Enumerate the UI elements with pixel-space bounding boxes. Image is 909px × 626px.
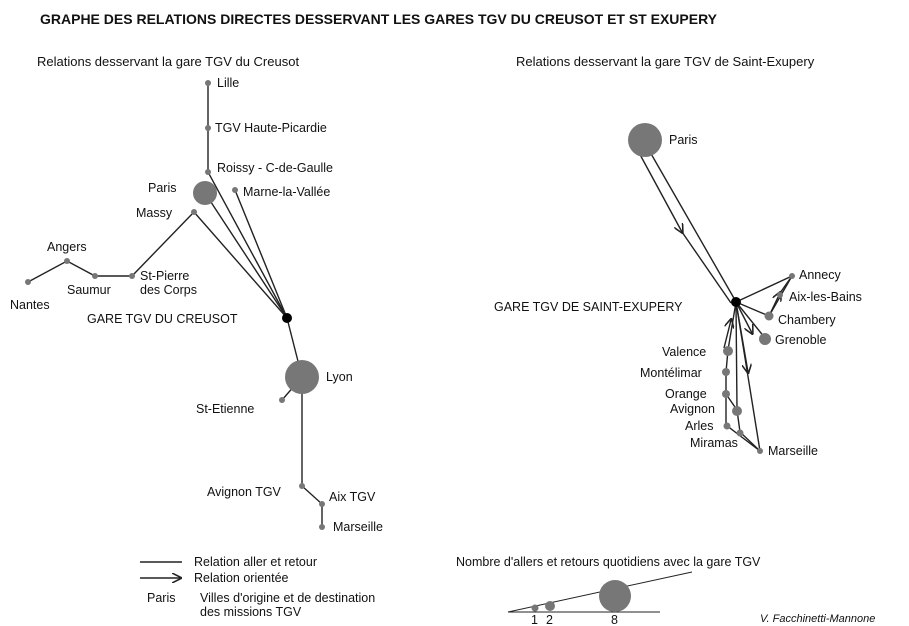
label-marseille: Marseille	[333, 520, 383, 534]
exupery-graph: Paris GARE TGV DE SAINT-EXUPERY Annecy A…	[494, 123, 862, 458]
node-aix-tgv	[319, 501, 325, 507]
label-arles: Arles	[685, 419, 713, 433]
size-circle-1	[531, 604, 539, 612]
label-angers: Angers	[47, 240, 87, 254]
arrow-paris-exupery	[636, 148, 682, 232]
label-aix-tgv: Aix TGV	[329, 490, 376, 504]
main-title: GRAPHE DES RELATIONS DIRECTES DESSERVANT…	[40, 11, 718, 27]
line-paris-exupery-a	[645, 144, 736, 301]
node-avignon-tgv	[299, 483, 305, 489]
legend: Relation aller et retour Relation orient…	[140, 555, 375, 619]
author-credit: V. Facchinetti-Mannone	[760, 613, 875, 625]
node-arles	[723, 422, 731, 430]
label-chambery: Chambery	[778, 313, 836, 327]
line-miramas-marseille	[739, 431, 761, 452]
node-avignon	[732, 406, 742, 416]
legend-cities-line1: Villes d'origine et de destination	[200, 591, 375, 605]
label-miramas: Miramas	[690, 436, 738, 450]
hub-creusot	[282, 313, 292, 323]
size-value-1: 1	[531, 613, 538, 626]
node-miramas	[736, 429, 744, 437]
node-paris-right	[628, 123, 662, 157]
node-angers	[64, 258, 70, 264]
label-st-pierre-2: des Corps	[140, 283, 197, 297]
node-montelimar	[722, 368, 730, 376]
label-hub-creusot: GARE TGV DU CREUSOT	[87, 312, 238, 326]
label-orange: Orange	[665, 387, 707, 401]
size-legend: Nombre d'allers et retours quotidiens av…	[456, 555, 761, 626]
label-annecy: Annecy	[799, 268, 841, 282]
label-nantes: Nantes	[10, 298, 50, 312]
label-paris-right: Paris	[669, 133, 697, 147]
right-subtitle: Relations desservant la gare TGV de Sain…	[516, 54, 815, 69]
node-st-etienne	[279, 397, 285, 403]
label-haute-picardie: TGV Haute-Picardie	[215, 121, 327, 135]
label-marne: Marne-la-Vallée	[243, 185, 330, 199]
node-chambery	[764, 311, 774, 321]
arrow-exupery-grenoble	[735, 301, 752, 333]
node-saumur	[92, 273, 98, 279]
node-orange	[722, 390, 730, 398]
size-value-8: 8	[611, 613, 618, 626]
node-marseille	[319, 524, 325, 530]
node-st-pierre	[129, 273, 135, 279]
label-paris: Paris	[148, 181, 176, 195]
node-valence	[723, 346, 733, 356]
line-massy-creusot	[193, 211, 288, 319]
left-subtitle: Relations desservant la gare TGV du Creu…	[37, 54, 299, 69]
size-value-2: 2	[546, 613, 553, 626]
creusot-graph: Lille TGV Haute-Picardie Roissy - C-de-G…	[10, 76, 383, 534]
size-circle-8	[599, 580, 631, 612]
line-lille-creusot	[207, 83, 288, 319]
line-lyon-marseille	[301, 377, 323, 527]
label-avignon-tgv: Avignon TGV	[207, 485, 282, 499]
label-grenoble: Grenoble	[775, 333, 826, 347]
line-exupery-annecy	[735, 275, 793, 303]
label-massy: Massy	[136, 206, 173, 220]
node-marseille-right	[757, 448, 763, 454]
node-annecy	[789, 273, 795, 279]
line-aixlb-annecy	[779, 275, 793, 294]
node-nantes	[25, 279, 31, 285]
size-circle-2	[545, 601, 555, 611]
label-montelimar: Montélimar	[640, 366, 702, 380]
label-saumur: Saumur	[67, 283, 111, 297]
legend-city-example: Paris	[147, 591, 175, 605]
arrow-valence-exupery	[723, 320, 731, 349]
node-lyon	[285, 360, 319, 394]
legend-oriented-label: Relation orientée	[194, 571, 289, 585]
node-grenoble	[759, 333, 771, 345]
label-aix-les-bains: Aix-les-Bains	[789, 290, 862, 304]
node-massy	[191, 209, 197, 215]
node-roissy	[205, 169, 211, 175]
line-exupery-chambery	[735, 301, 770, 317]
line-exupery-avignon	[735, 301, 738, 411]
node-paris	[193, 181, 217, 205]
label-roissy: Roissy - C-de-Gaulle	[217, 161, 333, 175]
label-st-pierre-1: St-Pierre	[140, 269, 189, 283]
label-st-etienne: St-Etienne	[196, 402, 254, 416]
node-haute-picardie	[205, 125, 211, 131]
arrow-exupery-marseille	[735, 301, 748, 372]
hub-exupery	[731, 297, 741, 307]
line-exupery-grenoble	[735, 301, 766, 339]
line-marne-creusot	[234, 189, 288, 319]
size-legend-title: Nombre d'allers et retours quotidiens av…	[456, 555, 761, 569]
label-marseille-right: Marseille	[768, 444, 818, 458]
line-paris-creusot	[204, 192, 288, 319]
line-paris-exupery-b	[681, 231, 732, 304]
legend-two-way-label: Relation aller et retour	[194, 555, 317, 569]
node-aix-les-bains	[777, 292, 783, 298]
label-lille: Lille	[217, 76, 239, 90]
legend-cities-line2: des missions TGV	[200, 605, 302, 619]
node-lille	[205, 80, 211, 86]
label-avignon: Avignon	[670, 402, 715, 416]
node-marne	[232, 187, 238, 193]
label-lyon: Lyon	[326, 370, 353, 384]
label-valence: Valence	[662, 345, 706, 359]
label-hub-exupery: GARE TGV DE SAINT-EXUPERY	[494, 300, 683, 314]
